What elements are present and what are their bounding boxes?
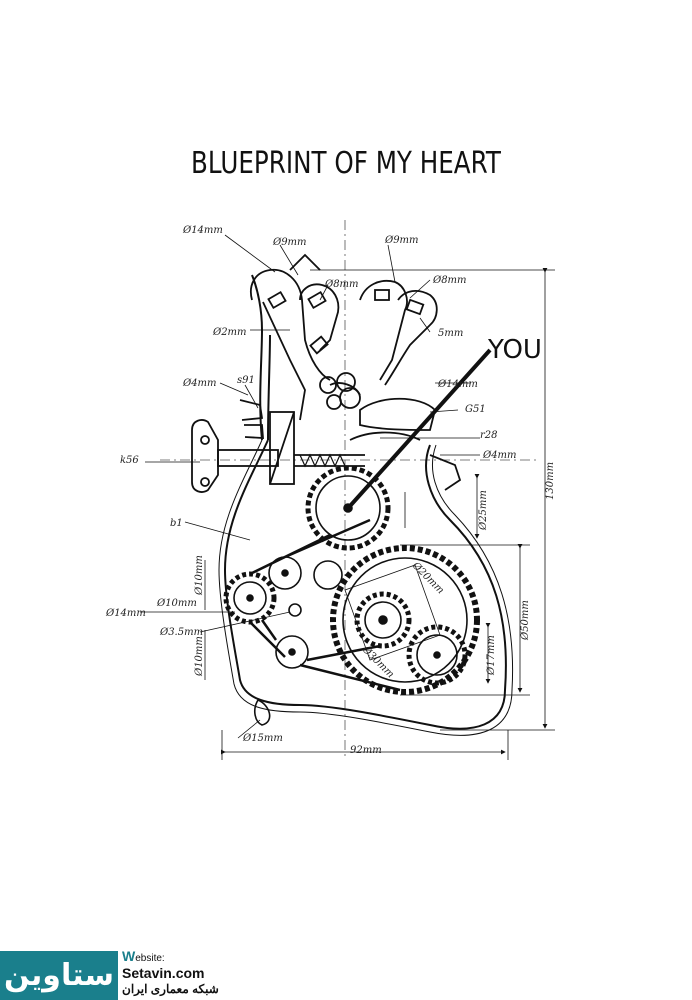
website-block[interactable]: Website: Setavin.com شبکه معماری ایران (122, 948, 219, 997)
gear-train (223, 465, 480, 695)
vessels (239, 253, 462, 491)
dim-label: r28 (480, 430, 498, 441)
logo-box (0, 951, 118, 1000)
logo-word: ستاوین (4, 958, 114, 993)
dim-label: Ø10mm (194, 636, 205, 677)
dim-label: Ø50mm (520, 600, 531, 641)
website-tagline: شبکه معماری ایران (122, 982, 219, 996)
website-url[interactable]: Setavin.com (122, 965, 205, 981)
dim-label: k56 (120, 455, 139, 466)
dim-label: 5mm (438, 328, 463, 339)
dim-label: Ø8mm (324, 279, 359, 290)
dim-label: Ø3.5mm (159, 627, 203, 638)
dim-label: Ø20mm (409, 560, 446, 597)
website-label: Website: (122, 948, 165, 964)
dim-label: 130mm (545, 462, 556, 500)
centre-lines (160, 220, 540, 760)
dim-label: Ø9mm (384, 235, 419, 246)
diagram-title: BLUEPRINT OF MY HEART (191, 146, 501, 181)
dim-label: Ø25mm (478, 490, 489, 531)
dim-label: Ø4mm (182, 378, 217, 389)
heart-outline (218, 274, 514, 736)
dim-label: Ø10mm (156, 598, 197, 609)
dimension-lines (140, 234, 555, 760)
dim-label: Ø17mm (486, 635, 497, 676)
dim-label: Ø4mm (482, 450, 517, 461)
dim-label: Ø10mm (194, 555, 205, 596)
dim-label: Ø9mm (272, 237, 307, 248)
you-label: YOU (487, 335, 542, 365)
dim-label: 92mm (350, 745, 382, 756)
dim-label: Ø14mm (437, 379, 478, 390)
dim-label: Ø2mm (212, 327, 247, 338)
dim-label: Ø8mm (432, 275, 467, 286)
dim-label: Ø14mm (105, 608, 146, 619)
dim-label: G51 (465, 404, 486, 415)
winding-key-icon (191, 411, 365, 493)
you-pointer-line (348, 348, 492, 508)
dim-label: s91 (237, 375, 255, 386)
dim-label: Ø14mm (182, 225, 223, 236)
dim-label: Ø15mm (242, 733, 283, 744)
dim-label: b1 (170, 518, 183, 529)
